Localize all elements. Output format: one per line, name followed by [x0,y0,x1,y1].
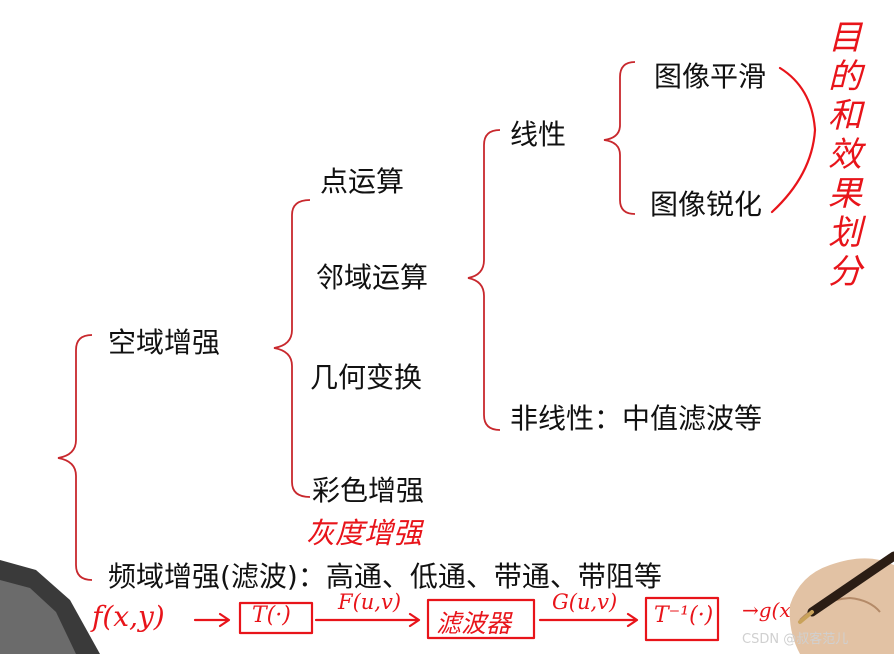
node-geometric-transform: 几何变换 [310,361,423,394]
pipeline-spectrum: F(u,v) [338,590,402,614]
node-image-sharpening: 图像锐化 [650,188,763,221]
pipeline-filter: 滤波器 [436,609,512,638]
pipeline-arrow-2 [314,612,421,628]
hand-with-pen-icon [789,551,894,654]
pipeline-inverse-transform: T⁻¹(·) [654,603,714,628]
bracket-neighborhood [467,129,501,431]
bracket-linear [603,61,636,215]
bracket-spatial [273,199,311,498]
purpose-note-char: 的 [828,57,862,97]
watermark: CSDN @叔客范儿 [742,632,849,647]
node-nonlinear: 非线性：中值滤波等 [510,402,763,435]
pipeline-transform: T(·) [252,603,291,628]
purpose-note-char: 效 [828,135,862,175]
pipeline-filtered-spectrum: G(u,v) [552,590,618,614]
pipeline-input: f(x,y) [92,600,165,633]
purpose-note-char: 目 [828,18,862,58]
gray-enhancement-note: 灰度增强 [306,516,423,550]
node-image-smoothing: 图像平滑 [654,60,767,93]
node-linear: 线性 [510,118,567,151]
purpose-note-char: 划 [828,213,862,253]
pipeline-arrow-1 [193,612,231,628]
node-frequency-enhancement: 频域增强(滤波)：高通、低通、带通、带阻等 [108,560,662,593]
node-spatial-enhancement: 空域增强 [108,326,221,359]
purpose-note-char: 和 [828,96,862,136]
box-inverse-transform [644,596,720,642]
purpose-note-char: 果 [828,174,862,214]
pipeline-arrow-3 [538,612,639,628]
annotation-arc [770,66,817,214]
node-neighborhood-operation: 邻域运算 [316,261,429,294]
node-point-operation: 点运算 [320,165,405,198]
box-filter [426,598,536,640]
box-transform [238,601,314,635]
node-color-enhancement: 彩色增强 [312,474,425,507]
bracket-root [57,334,93,581]
purpose-note-char: 分 [828,252,862,292]
